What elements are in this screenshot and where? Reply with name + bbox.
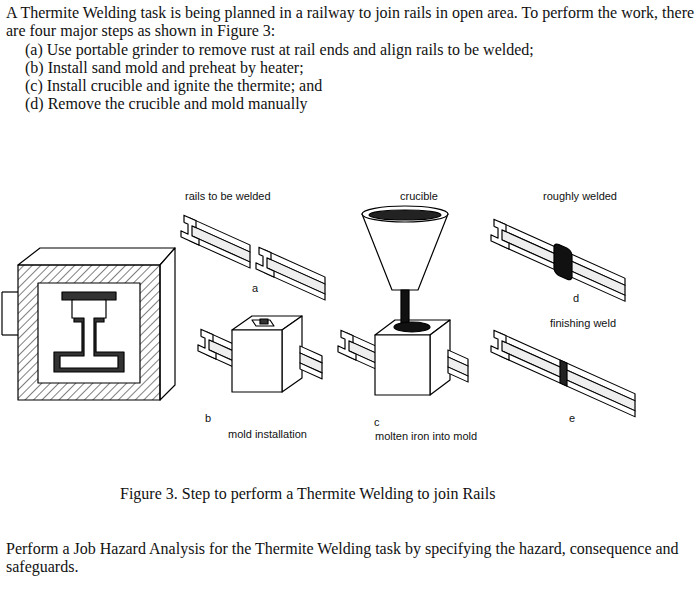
figure-label: rails to be welded — [185, 190, 271, 203]
step-item: (d) Remove the crucible and mold manuall… — [25, 95, 308, 113]
step-letter: e — [569, 412, 575, 425]
figure-label: crucible — [400, 190, 438, 203]
figure-label: mold installation — [228, 428, 307, 441]
step-letter: c — [374, 416, 380, 429]
figure-label: finishing weld — [550, 317, 616, 330]
step-letter: b — [205, 412, 211, 425]
figure-label: molten iron into mold — [375, 430, 477, 443]
step-item: (a) Use portable grinder to remove rust … — [25, 41, 534, 59]
figure-label: roughly welded — [543, 190, 617, 203]
step-letter: d — [573, 292, 579, 305]
step-item: (b) Install sand mold and preheat by hea… — [25, 59, 304, 77]
step-item: (c) Install crucible and ignite the ther… — [25, 77, 322, 95]
step-letter: a — [252, 282, 258, 295]
figure-caption: Figure 3. Step to perform a Thermite Wel… — [120, 485, 495, 503]
question-text: Perform a Job Hazard Analysis for the Th… — [6, 540, 696, 576]
question-text: A Thermite Welding task is being planned… — [6, 4, 696, 40]
